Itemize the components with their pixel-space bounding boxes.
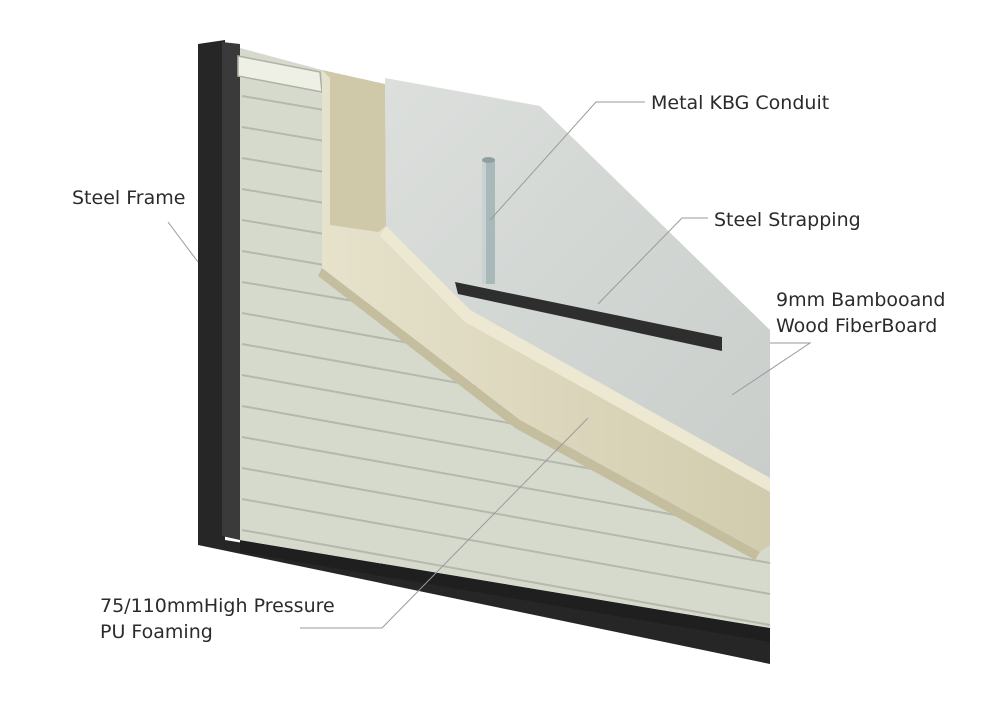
label-strapping: Steel Strapping <box>714 209 861 231</box>
label-pu-foam-line1: 75/110mmHigh Pressure <box>100 595 335 617</box>
label-pu-foam: 75/110mmHigh Pressure PU Foaming <box>100 593 335 645</box>
leader-strapping <box>597 217 708 305</box>
label-fiber-board-line1: 9mm Bambooand <box>776 289 946 311</box>
label-pu-foam-line2: PU Foaming <box>100 621 213 643</box>
leader-board <box>731 342 812 396</box>
leader-conduit <box>489 101 645 221</box>
siding-groove <box>241 498 771 595</box>
label-steel-frame: Steel Frame <box>72 187 186 209</box>
siding-groove <box>241 467 771 564</box>
fiber-board <box>385 78 770 478</box>
steel-strapping <box>455 282 722 351</box>
leader-foam <box>300 417 589 629</box>
siding-groove <box>241 529 771 626</box>
conduit-icon <box>482 157 495 284</box>
label-fiber-board-line2: Wood FiberBoard <box>776 315 938 337</box>
leader-steel-frame <box>167 221 199 263</box>
steel-frame <box>198 40 770 664</box>
label-conduit: Metal KBG Conduit <box>651 92 830 114</box>
label-fiber-board: 9mm Bambooand Wood FiberBoard <box>776 287 945 339</box>
pu-foam-layer <box>318 70 770 560</box>
leader-lines <box>167 101 812 629</box>
